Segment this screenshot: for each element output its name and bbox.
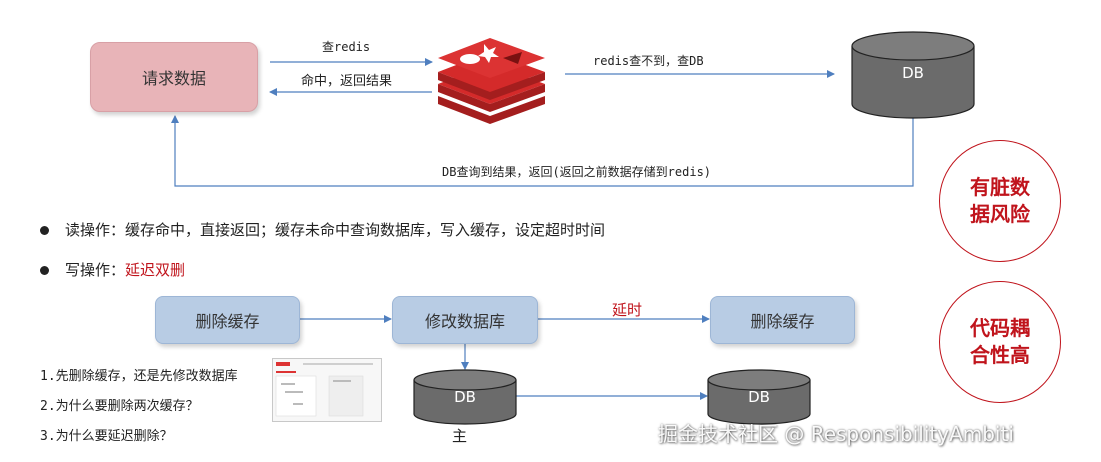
coupling-risk-line-1: 代码耦 <box>970 316 1030 340</box>
thumbnail-image-icon <box>275 362 373 417</box>
modify-db-box: 修改数据库 <box>392 296 538 344</box>
write-operation-prefix: 写操作： <box>65 261 126 279</box>
db-main-caption: 主 <box>452 427 468 445</box>
coupling-risk-line-2: 合性高 <box>970 343 1030 367</box>
db-cylinder-icon <box>851 31 975 119</box>
embedded-screenshot-thumbnail <box>272 358 382 422</box>
label-miss-query-db: redis查不到，查DB <box>593 54 704 68</box>
label-hit-return: 命中，返回结果 <box>301 74 393 89</box>
delete-cache-box-1: 删除缓存 <box>155 296 300 344</box>
arrow-db-return <box>171 104 914 187</box>
bullet-dot <box>40 226 49 235</box>
question-1: 1.先删除缓存，还是先修改数据库 <box>40 369 238 384</box>
bullet-dot <box>40 266 49 275</box>
write-strategy-text: 延迟双删 <box>125 261 186 279</box>
label-db-return: DB查询到结果，返回(返回之前数据存储到redis) <box>442 165 712 179</box>
question-2: 2.为什么要删除两次缓存？ <box>40 399 199 414</box>
bullet-read-operation: 读操作：缓存命中，直接返回；缓存未命中查询数据库，写入缓存，设定超时时间 <box>40 219 605 240</box>
delete-cache-box-2: 删除缓存 <box>710 296 855 344</box>
bullet-write-operation: 写操作：延迟双删 <box>40 259 185 280</box>
db-replica-cylinder-icon <box>707 369 811 425</box>
dirty-data-risk-line-1: 有脏数 <box>970 175 1030 199</box>
db-label: DB <box>902 64 924 82</box>
read-operation-text: 读操作：缓存命中，直接返回；缓存未命中查询数据库，写入缓存，设定超时时间 <box>65 221 606 239</box>
label-query-redis: 查redis <box>322 40 371 54</box>
dirty-data-risk-circle: 有脏数据风险 <box>939 140 1061 262</box>
request-data-box: 请求数据 <box>90 42 258 112</box>
delay-label: 延时 <box>612 301 643 319</box>
db-main-label: DB <box>454 388 476 406</box>
db-replica-label: DB <box>748 388 770 406</box>
coupling-risk-circle: 代码耦合性高 <box>939 281 1061 403</box>
question-3: 3.为什么要延迟删除？ <box>40 429 173 444</box>
db-main-cylinder-icon <box>413 369 517 425</box>
dirty-data-risk-line-2: 据风险 <box>970 202 1030 226</box>
watermark: 掘金技术社区 @ ResponsibilityAmbiti <box>658 422 1014 446</box>
redis-logo-icon <box>438 38 545 124</box>
